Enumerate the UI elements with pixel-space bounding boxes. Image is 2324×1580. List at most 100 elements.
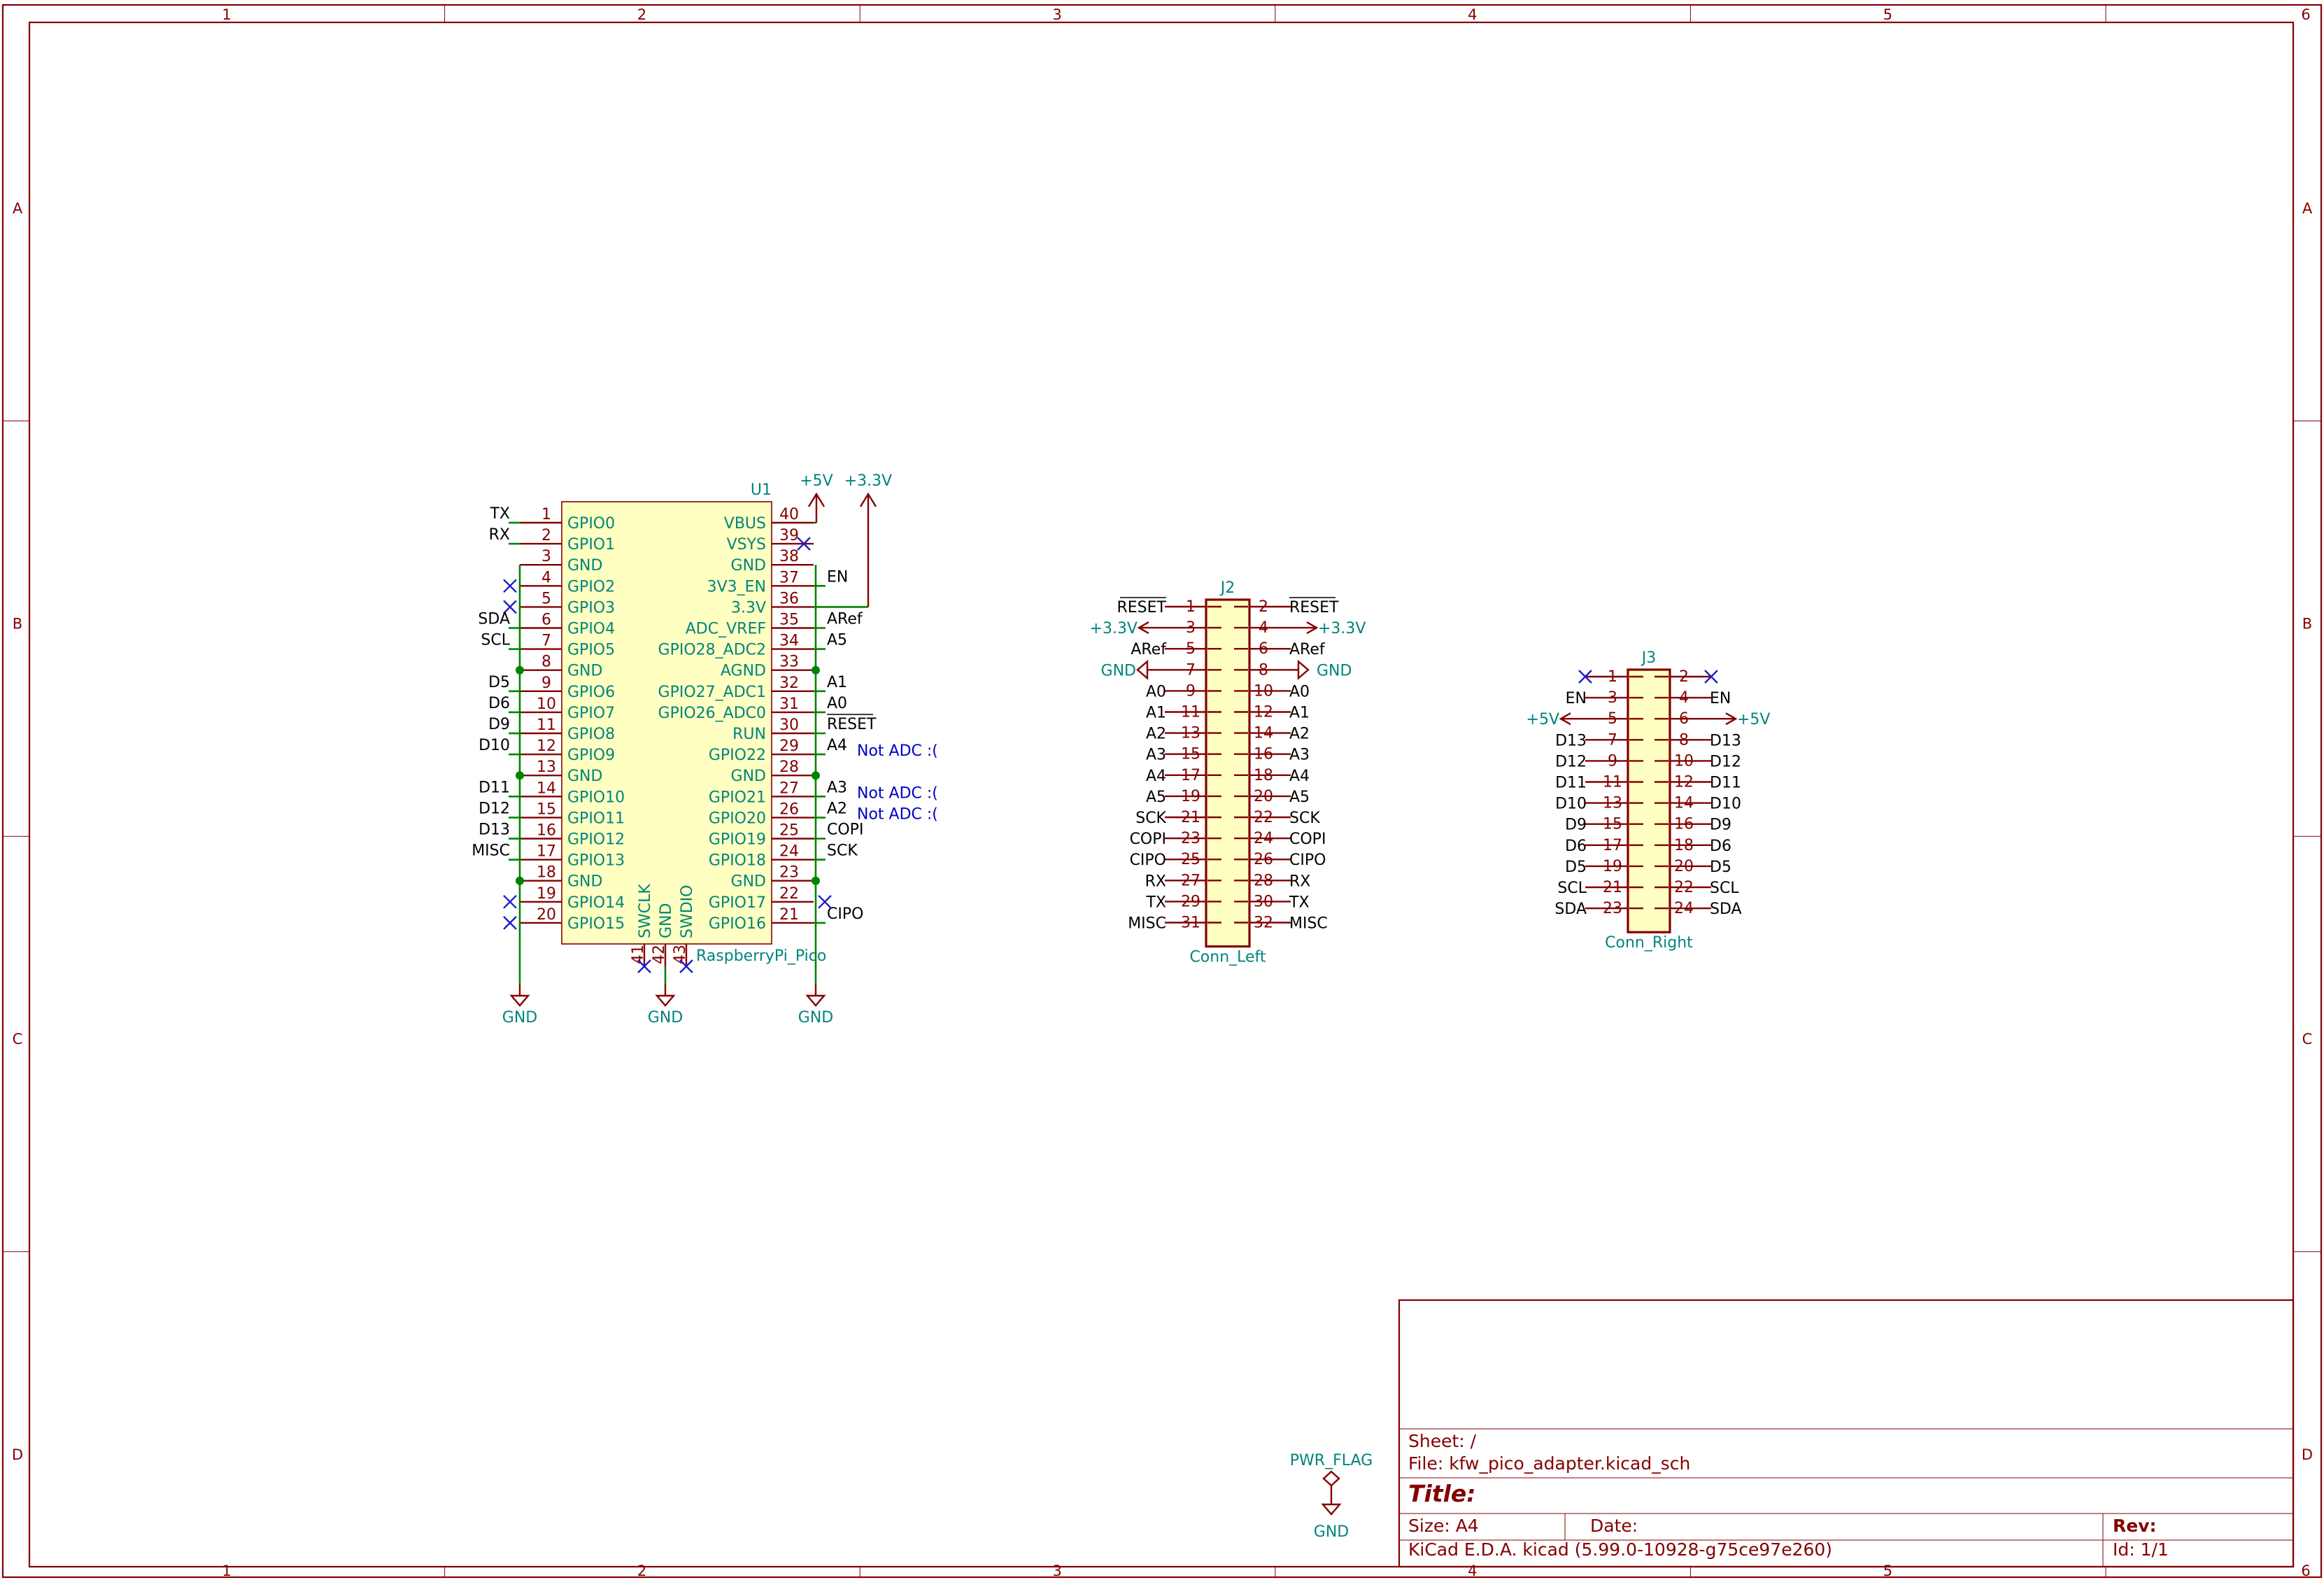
pin-number: 23 <box>1181 830 1200 847</box>
pin-number: 2 <box>541 527 551 544</box>
pin-number: 20 <box>537 906 556 924</box>
junction-dot <box>812 876 820 885</box>
pin-number: 11 <box>1603 774 1622 791</box>
pin-number: 4 <box>541 569 551 586</box>
row-marker: A <box>2302 200 2313 217</box>
pin-number: 32 <box>1254 915 1273 932</box>
net-label: COPI <box>1130 831 1166 848</box>
pin-number: 6 <box>1679 710 1689 728</box>
net-label: SDA <box>1710 901 1742 918</box>
pin-number: 18 <box>1674 837 1694 854</box>
pin-number: 16 <box>1254 746 1273 763</box>
pin-number: 17 <box>1181 767 1200 784</box>
no-connect-flag <box>818 894 832 909</box>
pin-name: GPIO5 <box>567 642 615 659</box>
pin-name: RUN <box>732 726 766 743</box>
pin-name: GPIO26_ADC0 <box>658 705 766 722</box>
column-marker: 3 <box>1053 6 1062 23</box>
pin-name: 3.3V <box>731 599 766 616</box>
net-label: A2 <box>827 800 847 817</box>
column-marker: 1 <box>222 6 231 23</box>
gnd-symbol <box>1136 659 1149 680</box>
net-label: A4 <box>1289 768 1310 785</box>
pin-name: GND <box>658 903 675 938</box>
net-label: COPI <box>827 821 863 839</box>
net-label: A4 <box>1146 768 1166 785</box>
pin-number: 26 <box>1254 851 1273 868</box>
net-label: D13 <box>1710 732 1741 749</box>
column-marker: 6 <box>2301 6 2310 23</box>
pin-number: 15 <box>1603 816 1622 833</box>
pin-number: 15 <box>1181 746 1200 763</box>
net-label: SCL <box>1710 880 1739 897</box>
pin-name: GPIO6 <box>567 684 615 701</box>
pin-name: GPIO22 <box>709 747 766 764</box>
net-label: D10 <box>1710 796 1741 813</box>
net-label: A3 <box>827 779 847 796</box>
net-label: RX <box>1145 873 1166 890</box>
reference-designator: J2 <box>1219 579 1235 597</box>
date-field: Date: <box>1590 1516 1638 1536</box>
pin-number: 4 <box>1679 689 1689 707</box>
pin-name: VBUS <box>724 515 766 532</box>
pin-number: 20 <box>1254 788 1273 805</box>
pin-name: SWDIO <box>679 885 696 938</box>
pin-number: 19 <box>1181 788 1200 805</box>
net-label: MISC <box>1289 915 1328 933</box>
pin-number: 9 <box>1186 682 1196 700</box>
pin-number: 7 <box>1186 661 1196 679</box>
net-label: COPI <box>1289 831 1326 848</box>
pin-number: 23 <box>779 864 799 882</box>
net-label: RESET <box>827 716 877 733</box>
no-connect-flag <box>1704 670 1718 684</box>
no-connect-flag <box>1578 670 1592 684</box>
pin-number: 16 <box>1674 816 1694 833</box>
pico-body <box>561 501 772 945</box>
net-label: A3 <box>1146 747 1166 764</box>
pin-number: 1 <box>1186 598 1196 616</box>
column-marker: 2 <box>637 6 646 23</box>
pin-number: 16 <box>537 822 556 840</box>
net-label: EN <box>1566 690 1587 707</box>
net-label: A2 <box>1146 726 1166 743</box>
raspberry-pi-pico-symbol[interactable]: U1RaspberryPi_Pico1GPIO0TX2GPIO1RX3GND4G… <box>472 472 938 1027</box>
pin-number: 3 <box>1186 619 1196 637</box>
net-label: MISC <box>472 842 510 860</box>
net-label: ARef <box>1289 641 1326 658</box>
net-label: A2 <box>1289 726 1310 743</box>
pin-name: GPIO3 <box>567 599 615 616</box>
pin-number: 8 <box>1259 661 1268 679</box>
pin-number: 15 <box>537 800 556 818</box>
pin-number: 21 <box>779 906 799 924</box>
net-label: SCL <box>481 632 510 649</box>
pin-number: 27 <box>1181 872 1200 889</box>
pin-number: 5 <box>541 590 551 607</box>
title-block: Sheet: /File: kfw_pico_adapter.kicad_sch… <box>1398 1299 2295 1568</box>
column-marker: 2 <box>637 1563 646 1579</box>
row-marker: D <box>2302 1446 2313 1463</box>
net-label: A3 <box>1289 747 1310 764</box>
column-marker: 4 <box>1468 1563 1477 1579</box>
reference-designator: J3 <box>1641 649 1657 667</box>
pin-number: 9 <box>1608 752 1617 770</box>
net-label: RESET <box>1289 599 1339 616</box>
gnd-label: GND <box>1314 1523 1349 1541</box>
pin-number: 6 <box>541 612 551 629</box>
pin-name: GPIO12 <box>567 831 625 849</box>
net-label: A4 <box>827 737 847 754</box>
pin-name: GPIO17 <box>709 894 766 912</box>
gnd-label: GND <box>1317 662 1352 679</box>
net-label: RX <box>1289 873 1310 890</box>
pin-name: GPIO15 <box>567 915 625 933</box>
column-marker: 5 <box>1883 1563 1892 1579</box>
net-label: EN <box>1710 690 1731 707</box>
pin-number: 3 <box>1608 689 1617 707</box>
gnd-label: GND <box>648 1009 683 1027</box>
pin-number: 14 <box>1254 725 1273 742</box>
pin-name: GPIO7 <box>567 705 615 722</box>
power-label: +3.3V <box>1318 620 1366 637</box>
pin-name: ADC_VREF <box>686 621 766 638</box>
